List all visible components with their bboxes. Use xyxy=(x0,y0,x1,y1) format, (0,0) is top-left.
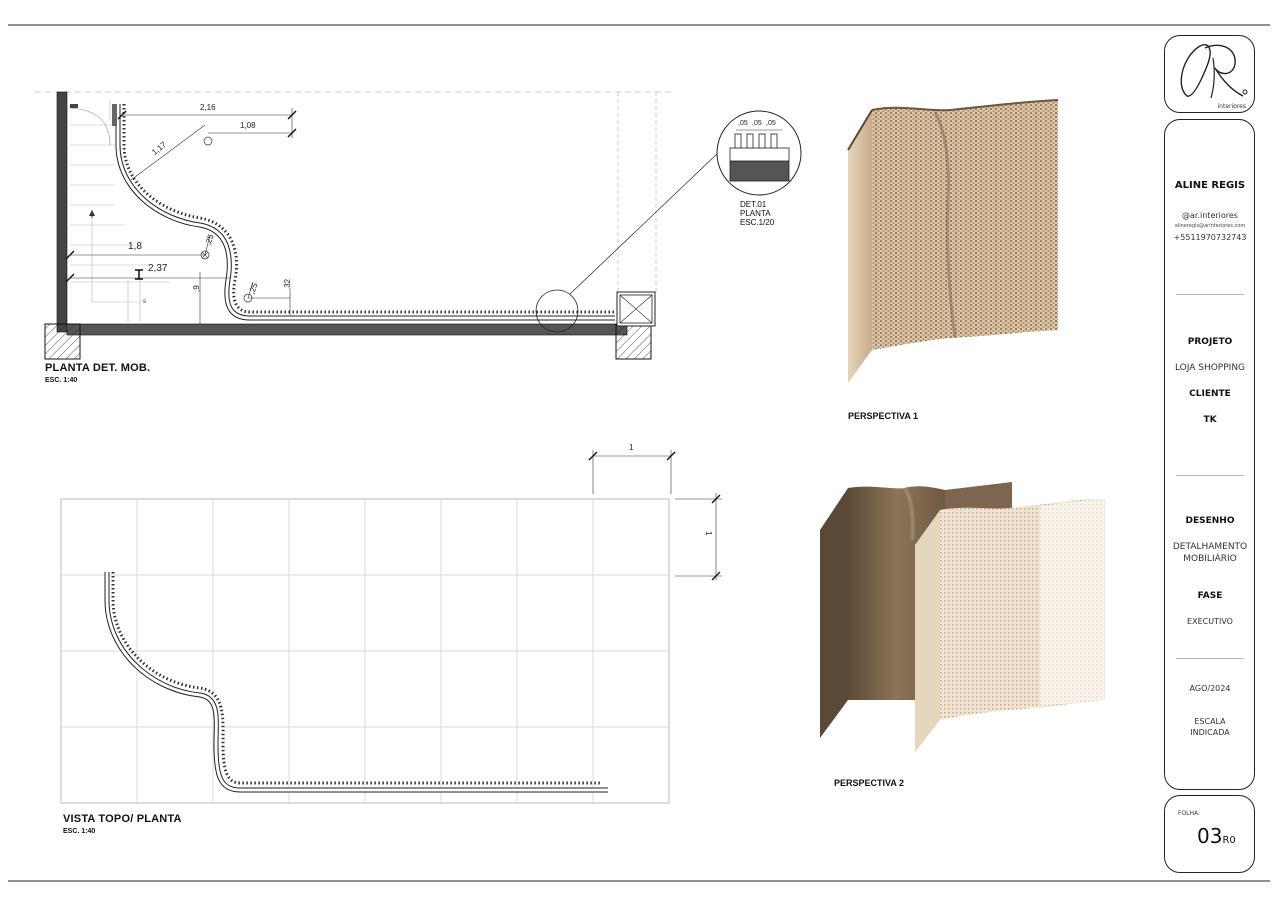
folha-number-value: 03 xyxy=(1197,824,1223,848)
plan-dim-text: 1,08 xyxy=(240,121,256,130)
detail-callout-circle xyxy=(535,289,579,333)
plan-dim-text: s xyxy=(143,299,146,305)
plan-scale: ESC. 1:40 xyxy=(45,377,78,384)
top-view-drawing: 1 1 xyxy=(60,443,722,804)
folha-revision: R0 xyxy=(1222,835,1236,846)
plan-dim-text: ,25 xyxy=(247,281,259,295)
projeto-value: LOJA SHOPPING xyxy=(1174,363,1246,373)
escala-value-2: INDICADA xyxy=(1190,728,1230,737)
detail-label-3: ESC.1/20 xyxy=(740,218,775,227)
detail-label-2: PLANTA xyxy=(740,209,771,218)
top-view-dim-h: 1 xyxy=(629,443,634,452)
folha-number: 03R0 xyxy=(1197,824,1236,848)
detail-dim-text: ,05 xyxy=(752,120,762,127)
detail-dim-text: ,05 xyxy=(766,120,776,127)
folha-box: FOLHA: 03R0 xyxy=(1164,795,1255,873)
perspective-1-render xyxy=(847,99,1059,383)
plan-column-right xyxy=(615,323,652,360)
fase-value: EXECUTIVO xyxy=(1187,617,1233,626)
top-view-curved-panel xyxy=(104,572,608,793)
separator xyxy=(1176,294,1244,295)
folha-label: FOLHA: xyxy=(1178,810,1201,817)
date-value: AGO/2024 xyxy=(1189,684,1231,693)
plan-dim-text: 1,8 xyxy=(128,241,142,252)
plan-bottom-wall xyxy=(66,323,628,336)
escala-value-1: ESCALA xyxy=(1194,717,1226,726)
fase-label: FASE xyxy=(1197,591,1223,601)
designer-name: ALINE REGIS xyxy=(1174,180,1246,191)
perspective-2-render xyxy=(820,482,1105,752)
detail-label-1: DET.01 xyxy=(740,200,767,209)
designer-handle: @ar.interiores xyxy=(1182,211,1238,220)
plan-dim-text: ,9 xyxy=(192,285,201,292)
top-view-title: VISTA TOPO/ PLANTA xyxy=(63,813,182,825)
detail-dim-text: ,05 xyxy=(738,120,748,127)
separator xyxy=(1176,475,1244,476)
plan-left-wall xyxy=(56,91,68,333)
plan-dim-text: ,32 xyxy=(283,278,292,290)
logo-box: interiores xyxy=(1164,35,1255,113)
projeto-label: PROJETO xyxy=(1187,337,1233,347)
desenho-label: DESENHO xyxy=(1185,516,1235,526)
plan-dim-text: 2,37 xyxy=(148,263,168,274)
perspective-2-label: PERSPECTIVA 2 xyxy=(834,778,905,788)
designer-phone: +5511970732743 xyxy=(1173,233,1247,242)
desenho-value-1: DETALHAMENTO xyxy=(1172,542,1248,552)
perspective-1-label: PERSPECTIVA 1 xyxy=(848,411,919,421)
detail-drawing: ,05 ,05 ,05 xyxy=(716,110,802,196)
designer-email: alineregis@arinteriores.com xyxy=(1174,223,1246,229)
plan-column-left xyxy=(44,323,81,360)
desenho-value-2: MOBILIÁRIO xyxy=(1183,554,1237,564)
top-view-dim-v: 1 xyxy=(704,531,713,536)
plan-dim-text: ,25 xyxy=(203,233,215,247)
plan-drawing: 2,16 1,08 1,17 1,8 2,37 ,25 ,9 ,25 ,32 s xyxy=(35,91,719,360)
logo-subtitle: interiores xyxy=(1217,103,1246,110)
separator xyxy=(1176,658,1244,659)
cliente-value: TK xyxy=(1203,415,1217,425)
logo-icon xyxy=(1180,44,1248,99)
plan-title: PLANTA DET. MOB. xyxy=(45,362,151,374)
plan-dim-text: 2,16 xyxy=(200,103,216,112)
info-box xyxy=(1164,119,1255,790)
top-view-scale: ESC. 1:40 xyxy=(63,828,96,835)
cliente-label: CLIENTE xyxy=(1189,389,1231,399)
